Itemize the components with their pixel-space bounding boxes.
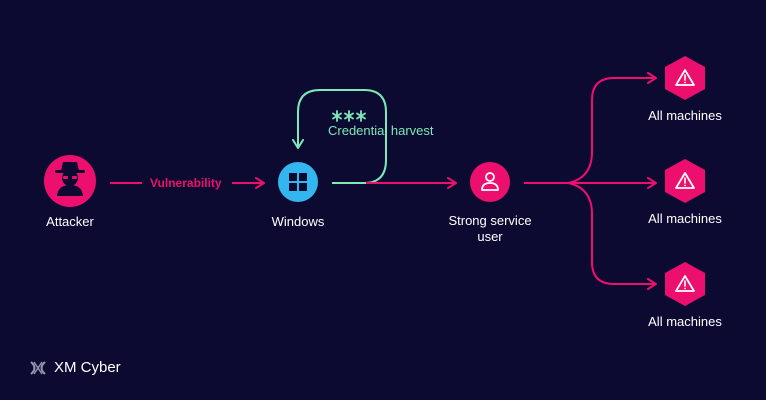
credential-harvest-label: Credential harvest (328, 123, 434, 138)
attacker-label: Attacker (46, 214, 94, 229)
service-user-node (470, 162, 510, 202)
asterisks-icon (332, 110, 366, 122)
fan-out-arrows (524, 72, 657, 290)
service-user-label-line1: Strong service (448, 213, 532, 228)
target-node-bottom (665, 262, 705, 306)
brand-logo: XM Cyber (28, 358, 121, 378)
target-label-top: All machines (648, 108, 722, 123)
attacker-node (44, 155, 96, 207)
target-label-middle: All machines (648, 211, 722, 226)
user-icon (481, 172, 499, 191)
warning-icon (675, 172, 695, 189)
arrow-to-target-bottom (567, 182, 657, 290)
target-node-top (665, 56, 705, 100)
credential-harvest-loop (292, 89, 387, 184)
windows-logo-icon (289, 173, 307, 191)
brand-name: XM Cyber (54, 359, 121, 376)
hacker-icon (55, 162, 85, 196)
windows-label: Windows (271, 214, 325, 229)
target-node-middle (665, 159, 705, 203)
arrow-to-target-top (567, 72, 657, 184)
warning-icon (675, 275, 695, 292)
service-user-label-line2: user (477, 229, 503, 244)
windows-node (278, 162, 318, 202)
target-label-bottom: All machines (648, 314, 722, 329)
xm-cyber-logo-icon (30, 361, 46, 375)
warning-icon (675, 69, 695, 86)
vulnerability-label: Vulnerability (150, 176, 222, 190)
